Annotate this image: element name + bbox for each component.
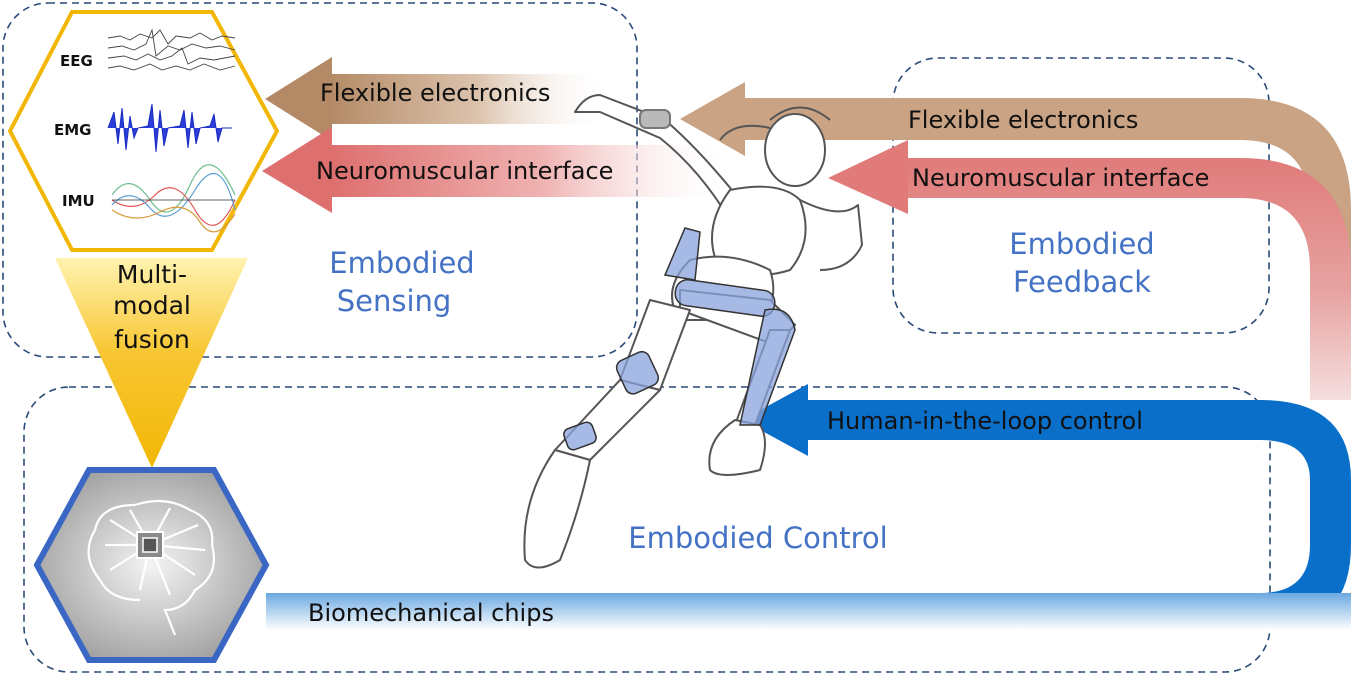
human-loop-label: Human-in-the-loop control xyxy=(827,407,1143,435)
feedback-title-line2: Feedback xyxy=(1013,265,1151,299)
flexible-left-arrow-shaft xyxy=(330,74,600,124)
fusion-funnel xyxy=(55,258,248,468)
runner-sensor-patches xyxy=(563,227,796,451)
neuro-left-arrow-shaft xyxy=(330,145,720,197)
sensing-title-line2: Sensing xyxy=(337,284,452,318)
neuro-left-label: Neuromuscular interface xyxy=(316,157,613,185)
fusion-label-line2: modal xyxy=(113,291,191,320)
neuro-loop-channel xyxy=(908,158,1351,400)
flexible-left-label: Flexible electronics xyxy=(320,79,550,107)
chips-channel xyxy=(266,593,1351,630)
fusion-label-line1: Multi- xyxy=(117,260,187,289)
feedback-title-line1: Embodied xyxy=(1009,227,1154,261)
flexible-left-arrowhead xyxy=(265,57,332,141)
flexible-right-arrowhead xyxy=(680,82,745,156)
signal-hexagon xyxy=(7,10,280,252)
chip-brain-icon xyxy=(87,499,216,636)
human-loop-arrowhead xyxy=(742,384,808,456)
sensing-title-line1: Embodied xyxy=(329,246,474,280)
emg-trace xyxy=(107,103,232,153)
eeg-trace xyxy=(107,28,236,71)
neuro-left-arrowhead xyxy=(262,127,332,213)
imu-label: IMU xyxy=(62,192,95,210)
emg-label: EMG xyxy=(54,121,92,139)
neuro-right-label: Neuromuscular interface xyxy=(912,164,1209,192)
chips-label: Biomechanical chips xyxy=(308,599,554,627)
control-title: Embodied Control xyxy=(628,521,888,555)
imu-trace xyxy=(111,164,236,233)
eeg-label: EEG xyxy=(60,52,93,70)
chip-hexagon xyxy=(33,467,270,663)
flexible-right-label: Flexible electronics xyxy=(908,106,1138,134)
fusion-label-line3: fusion xyxy=(114,325,190,354)
neuro-right-arrowhead xyxy=(828,140,908,214)
